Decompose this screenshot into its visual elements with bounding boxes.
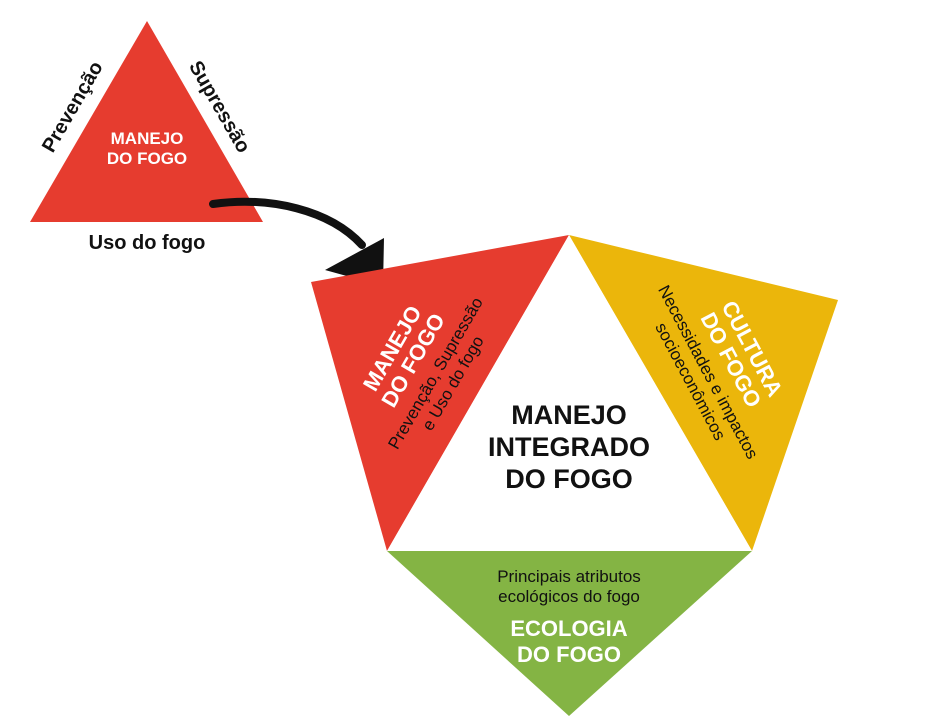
center-title-line2: INTEGRADO	[488, 432, 650, 462]
small-triangle-title-line1: MANEJO	[111, 129, 184, 148]
green-triangle-title-line1: ECOLOGIA	[510, 616, 627, 641]
center-title-line1: MANEJO	[511, 400, 627, 430]
green-fire-ecology-triangle	[387, 551, 752, 716]
white-center-triangle	[387, 235, 752, 551]
small-triangle-use-of-fire-label: Uso do fogo	[89, 232, 206, 254]
curved-arrow-shaft	[209, 197, 366, 249]
green-triangle-title-line2: DO FOGO	[517, 642, 621, 667]
red-fire-management-triangle	[311, 235, 569, 551]
green-triangle-subtitle-line2: ecológicos do fogo	[498, 587, 640, 606]
green-triangle-subtitle-line1: Principais atributos	[497, 567, 641, 586]
yellow-fire-culture-triangle	[569, 235, 838, 551]
small-fire-management-triangle	[30, 21, 263, 222]
small-triangle-title-line2: DO FOGO	[107, 149, 187, 168]
center-title-line3: DO FOGO	[505, 464, 633, 494]
